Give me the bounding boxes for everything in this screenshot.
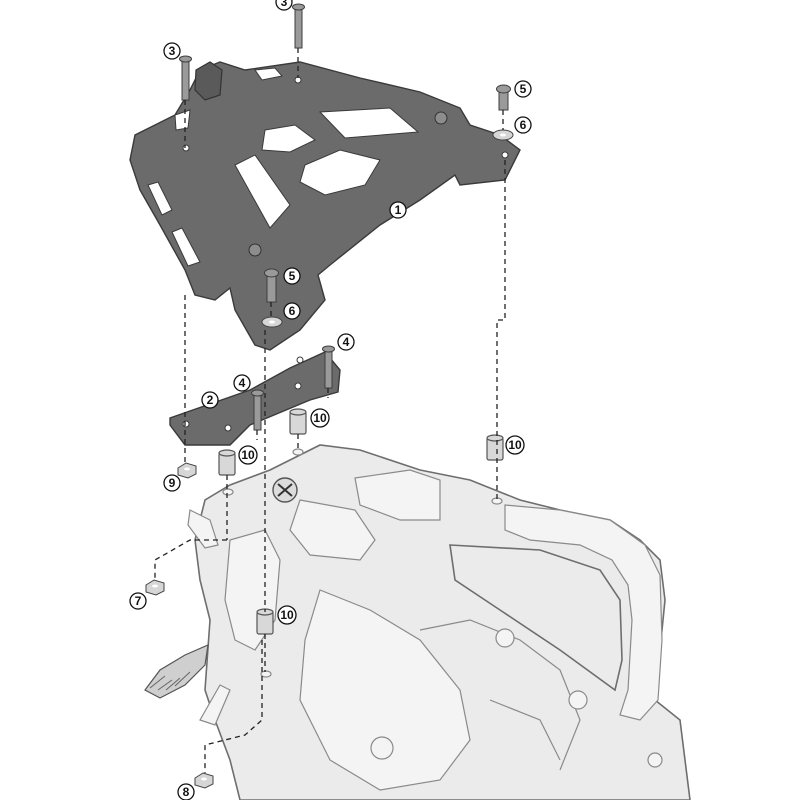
callout-label: 10 — [280, 608, 294, 622]
callout-2: 2 — [201, 391, 219, 409]
callout-label: 2 — [207, 393, 214, 407]
rack-plate — [129, 61, 521, 351]
callout-label: 10 — [313, 411, 327, 425]
callout-label: 5 — [289, 269, 296, 283]
callout-5-middle: 5 — [283, 267, 301, 285]
callout-10-b: 10 — [505, 435, 525, 455]
callout-10-c: 10 — [238, 445, 258, 465]
callout-label: 4 — [343, 335, 350, 349]
callout-label: 5 — [520, 82, 527, 96]
callout-label: 9 — [169, 476, 176, 490]
callout-10-a: 10 — [310, 408, 330, 428]
callout-8: 8 — [177, 783, 195, 800]
callout-label: 6 — [289, 304, 296, 318]
callout-3-top: 3 — [275, 0, 293, 11]
callout-4-right: 4 — [337, 333, 355, 351]
callout-4-left: 4 — [233, 374, 251, 392]
callout-label: 8 — [183, 785, 190, 799]
callout-label: 3 — [281, 0, 288, 9]
callout-label: 10 — [508, 438, 522, 452]
callout-label: 1 — [395, 203, 402, 217]
callout-5-right: 5 — [514, 80, 532, 98]
callout-6-right: 6 — [514, 116, 532, 134]
callout-1: 1 — [389, 201, 407, 219]
callout-label: 4 — [239, 376, 246, 390]
callout-label: 3 — [169, 44, 176, 58]
callout-7: 7 — [129, 592, 147, 610]
callout-label: 6 — [520, 118, 527, 132]
assembly-lines — [154, 48, 506, 773]
callout-label: 7 — [135, 594, 142, 608]
callout-9: 9 — [163, 474, 181, 492]
callout-label: 10 — [241, 448, 255, 462]
callout-10-d: 10 — [277, 605, 297, 625]
callout-6-middle: 6 — [283, 302, 301, 320]
callouts: 3 3 5 6 1 5 6 — [129, 0, 532, 800]
motorcycle-rear-frame — [144, 444, 691, 800]
callout-3-left: 3 — [163, 42, 181, 60]
